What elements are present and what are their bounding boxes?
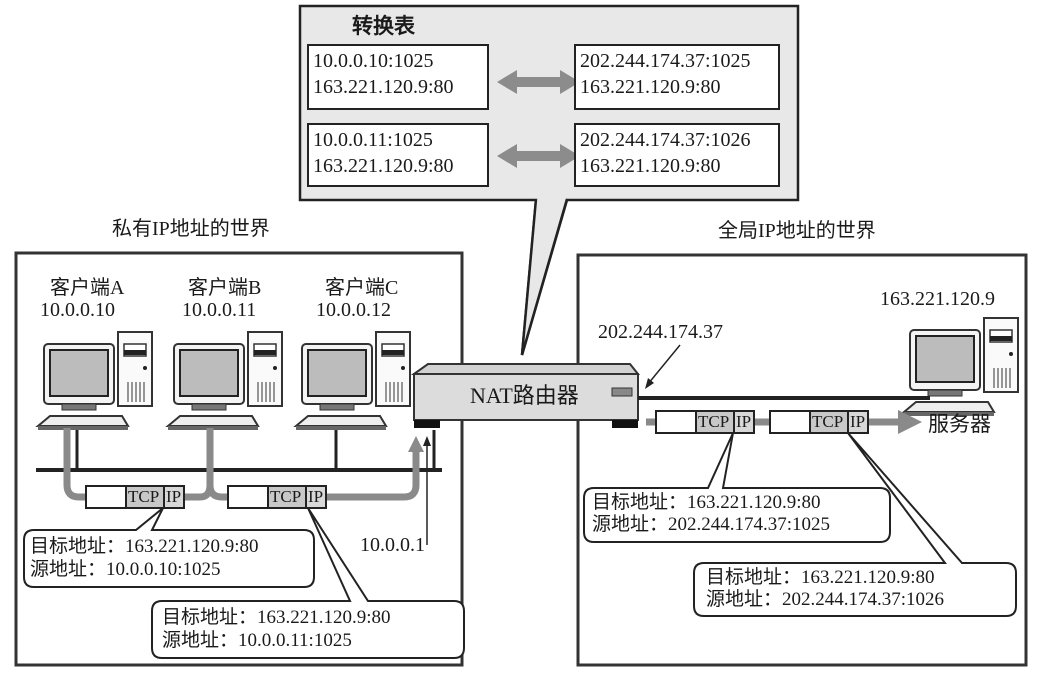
client-c-name: 客户端C <box>325 277 399 299</box>
dest-label: 目标地址： <box>592 492 688 513</box>
dest-value: 163.221.120.9:80 <box>257 607 391 628</box>
global-callout-2 <box>693 432 1017 617</box>
client-a-name: 客户端A <box>50 277 125 299</box>
src-label: 源地址： <box>30 559 107 580</box>
mapping-arrow-1 <box>497 70 580 94</box>
table-row-2-private-dst: 163.221.120.9:80 <box>313 155 454 177</box>
client-a-ip: 10.0.0.10 <box>40 299 115 321</box>
global-callout-1-src: 源地址：202.244.174.37:1025 <box>592 514 830 536</box>
server-computer-icon <box>903 317 1019 417</box>
client-b-computer-icon <box>167 331 283 431</box>
translation-table-title: 转换表 <box>352 14 415 38</box>
table-row-1-global-src: 202.244.174.37:1025 <box>580 50 751 72</box>
private-packet-2-ip: IP <box>308 487 324 506</box>
dest-label: 目标地址： <box>706 567 802 588</box>
global-packet-1-tcp: TCP <box>698 412 730 431</box>
client-c-computer-icon <box>295 331 411 431</box>
private-world-box <box>14 251 464 667</box>
mapping-arrow-2 <box>497 144 580 168</box>
server-name: 服务器 <box>928 412 991 436</box>
private-packet-1-tcp: TCP <box>128 487 160 506</box>
dest-value: 163.221.120.9:80 <box>801 567 935 588</box>
private-callout-1-dest: 目标地址：163.221.120.9:80 <box>30 536 259 558</box>
private-callout-1 <box>23 507 315 588</box>
table-row-2-global-dst: 163.221.120.9:80 <box>580 155 721 177</box>
private-callout-2 <box>151 507 465 659</box>
client-a-computer-icon <box>37 331 153 431</box>
global-packet-1-ip: IP <box>736 412 752 431</box>
router-external-ip: 202.244.174.37 <box>598 321 723 343</box>
src-label: 源地址： <box>706 589 783 610</box>
table-row-1-global-dst: 163.221.120.9:80 <box>580 76 721 98</box>
client-b-name: 客户端B <box>188 277 262 299</box>
private-callout-2-dest: 目标地址：163.221.120.9:80 <box>162 607 391 629</box>
global-packet-2 <box>769 410 869 434</box>
global-packet-2-tcp: TCP <box>812 412 844 431</box>
private-packet-1-ip: IP <box>166 487 182 506</box>
client-b-ip: 10.0.0.11 <box>182 299 257 321</box>
table-row-1-private-dst: 163.221.120.9:80 <box>313 76 454 98</box>
table-row-1-global: 202.244.174.37:1025 163.221.120.9:80 <box>574 44 780 110</box>
dest-label: 目标地址： <box>30 536 126 557</box>
table-row-1-private-src: 10.0.0.10:1025 <box>313 50 434 72</box>
private-world-title: 私有IP地址的世界 <box>112 218 270 240</box>
private-packet-2 <box>227 485 327 509</box>
global-world-box <box>576 253 1028 667</box>
global-packet-1 <box>655 410 755 434</box>
nat-router-icon <box>410 363 641 428</box>
src-label: 源地址： <box>592 514 669 535</box>
table-row-2-private-src: 10.0.0.11:1025 <box>313 129 433 151</box>
global-callout-1-dest: 目标地址：163.221.120.9:80 <box>592 492 821 514</box>
global-callout-2-dest: 目标地址：163.221.120.9:80 <box>706 567 935 589</box>
private-callout-1-src: 源地址：10.0.0.10:1025 <box>30 559 221 581</box>
private-packet-1 <box>85 485 185 509</box>
src-value: 10.0.0.11:1025 <box>238 630 352 651</box>
global-world-title: 全局IP地址的世界 <box>718 220 876 242</box>
global-packet-2-ip: IP <box>850 412 866 431</box>
table-row-2-private: 10.0.0.11:1025 163.221.120.9:80 <box>307 123 489 187</box>
table-row-2-global: 202.244.174.37:1026 163.221.120.9:80 <box>574 123 780 187</box>
client-c-ip: 10.0.0.12 <box>316 299 391 321</box>
server-ip: 163.221.120.9 <box>880 288 995 310</box>
src-value: 10.0.0.10:1025 <box>106 559 221 580</box>
private-callout-2-src: 源地址：10.0.0.11:1025 <box>162 630 352 652</box>
src-value: 202.244.174.37:1026 <box>782 589 945 610</box>
dest-value: 163.221.120.9:80 <box>125 536 259 557</box>
table-row-1-private: 10.0.0.10:1025 163.221.120.9:80 <box>307 44 489 110</box>
src-value: 202.244.174.37:1025 <box>668 514 831 535</box>
table-row-2-global-src: 202.244.174.37:1026 <box>580 129 751 151</box>
global-callout-1 <box>583 432 891 543</box>
dest-label: 目标地址： <box>162 607 258 628</box>
dest-value: 163.221.120.9:80 <box>687 492 821 513</box>
global-callout-2-src: 源地址：202.244.174.37:1026 <box>706 589 944 611</box>
private-packet-2-tcp: TCP <box>270 487 302 506</box>
router-internal-ip: 10.0.0.1 <box>360 534 425 556</box>
src-label: 源地址： <box>162 630 239 651</box>
nat-router-label: NAT路由器 <box>470 383 579 408</box>
